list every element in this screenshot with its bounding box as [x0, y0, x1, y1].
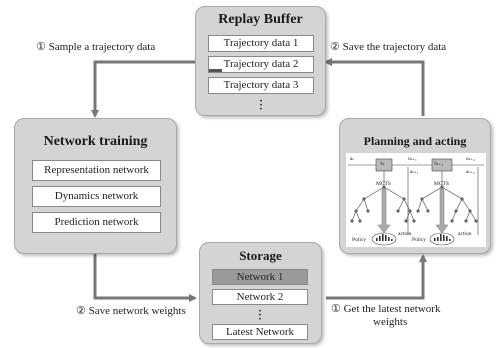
- arrow-save-weights: [93, 254, 197, 302]
- mcts-label-2: MCTS: [434, 181, 449, 187]
- label-get-latest-line2: weights: [373, 316, 408, 328]
- state-label-t-plus-1: Sₜ₊₁: [434, 161, 444, 167]
- label-sample-trajectory: ① Sample a trajectory data: [36, 41, 156, 53]
- network-2-box: Network 2: [212, 289, 308, 305]
- dynamics-network-box: Dynamics network: [32, 186, 161, 207]
- trajectory-data-1: Trajectory data 1: [208, 35, 314, 52]
- action-label-2: action: [458, 231, 472, 237]
- network-1-box: Network 1: [212, 269, 308, 285]
- top-label-a-t: aₜ: [350, 156, 354, 162]
- mcts-label-1: MCTS: [376, 181, 391, 187]
- arrow-save-trajectory: [324, 58, 425, 116]
- network-training-title: Network training: [43, 134, 148, 149]
- label-get-latest-line1: ① Get the latest network: [331, 303, 441, 315]
- planning-acting-title: Planning and acting: [363, 134, 467, 148]
- planning-illustration: Sₜ Sₜ₊₁ aₜ uₜ₊₁ uₜ₊₂ aₜ₊₁ aₜ₊₂ MCTS MCTS…: [346, 153, 486, 247]
- arrow-sample-trajectory: [91, 60, 195, 118]
- side-label-a-t-plus-1: aₜ₊₁: [410, 169, 419, 175]
- policy-label-2: Policy: [412, 237, 427, 243]
- storage-ellipsis: ···: [258, 305, 262, 325]
- network-training-panel: Network training Representation network …: [14, 118, 177, 254]
- storage-panel: Storage Network 1 Network 2 ··· Latest N…: [199, 242, 322, 344]
- trajectory-data-2-marker: [209, 69, 222, 72]
- trajectory-data-2: Trajectory data 2: [208, 56, 314, 73]
- label-save-trajectory: ② Save the trajectory data: [330, 41, 447, 53]
- action-label-1: action: [398, 231, 412, 237]
- replay-buffer-title: Replay Buffer: [218, 12, 303, 27]
- trajectory-data-3: Trajectory data 3: [208, 77, 314, 94]
- side-label-a-t-plus-2: aₜ₊₂: [466, 169, 475, 175]
- prediction-network-box: Prediction network: [32, 212, 161, 233]
- representation-network-box: Representation network: [32, 160, 161, 181]
- top-label-u-t-plus-2: uₜ₊₂: [466, 156, 475, 162]
- arrow-get-latest: [326, 254, 427, 300]
- latest-network-box: Latest Network: [212, 324, 308, 340]
- planning-acting-panel: Planning and acting: [339, 118, 491, 254]
- top-label-u-t-plus-1: uₜ₊₁: [408, 156, 417, 162]
- policy-label-1: Policy: [352, 237, 367, 243]
- replay-buffer-ellipsis: ···: [259, 95, 263, 115]
- state-label-t: Sₜ: [380, 161, 385, 167]
- replay-buffer-panel: Replay Buffer Trajectory data 1 Trajecto…: [195, 6, 326, 116]
- storage-title: Storage: [239, 248, 282, 263]
- label-save-weights: ② Save network weights: [76, 305, 186, 317]
- mcts-tree-diagram: [348, 158, 484, 246]
